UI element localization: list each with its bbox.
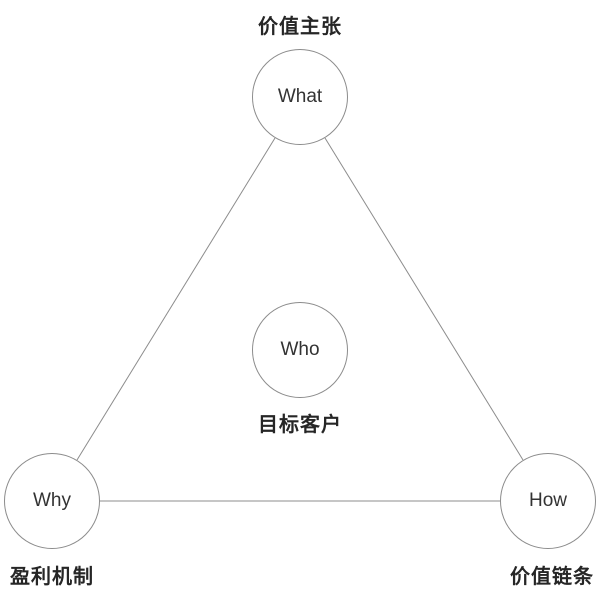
node-what: What xyxy=(252,49,348,145)
node-how: How xyxy=(500,453,596,549)
node-what-text: What xyxy=(277,86,323,107)
edge-what-how xyxy=(324,137,524,461)
node-why: Why xyxy=(4,453,100,549)
label-value-proposition: 价值主张 xyxy=(258,16,342,38)
node-why-text: Why xyxy=(33,490,71,511)
label-target-customer: 目标客户 xyxy=(258,414,342,436)
node-who: Who xyxy=(252,302,348,398)
node-how-text: How xyxy=(528,490,567,511)
label-value-chain: 价值链条 xyxy=(510,566,594,588)
node-who-text: Who xyxy=(280,339,320,360)
edge-what-why xyxy=(76,137,276,461)
label-profit-mechanism: 盈利机制 xyxy=(10,566,94,588)
